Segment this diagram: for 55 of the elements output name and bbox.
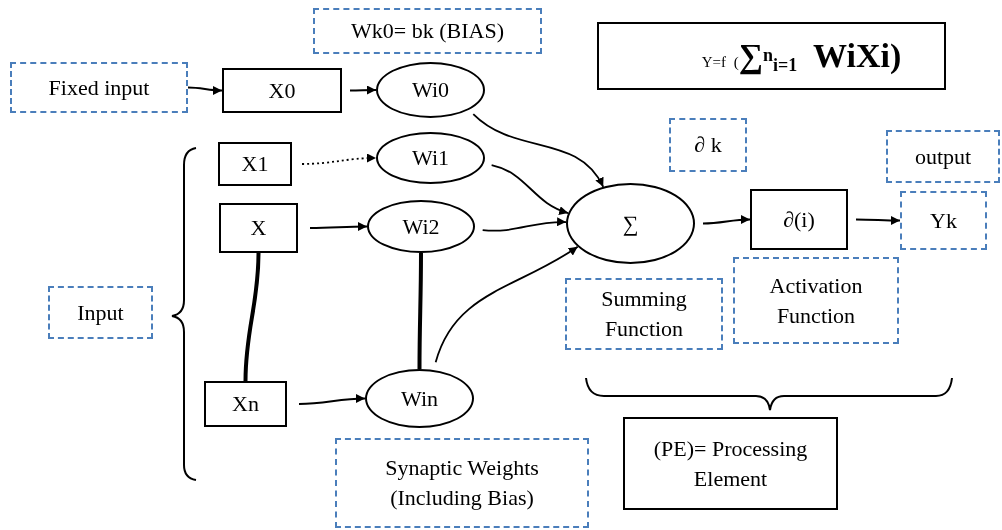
node-label: Wi1 bbox=[412, 144, 449, 173]
continuation-line bbox=[243, 252, 261, 382]
note-box bbox=[900, 191, 987, 250]
note-text: ∂ k bbox=[694, 131, 722, 160]
box-label: X0 bbox=[268, 76, 296, 105]
note-box bbox=[886, 130, 1000, 183]
box-label: X bbox=[250, 214, 267, 243]
node-label: Wi0 bbox=[412, 76, 449, 105]
node-label: ∑ bbox=[622, 209, 639, 238]
note-text: Synaptic Weights (Including Bias) bbox=[384, 454, 540, 512]
arrow bbox=[349, 85, 377, 95]
note-box bbox=[565, 278, 723, 350]
node-label: Win bbox=[401, 384, 438, 413]
arrow bbox=[309, 222, 368, 232]
arrow bbox=[490, 164, 570, 215]
box-label: (PE)= Processing Element bbox=[652, 434, 809, 493]
weight-ellipse bbox=[376, 62, 485, 118]
weight-ellipse bbox=[566, 183, 695, 264]
note-box bbox=[10, 62, 188, 113]
weight-ellipse bbox=[367, 200, 475, 253]
process-box bbox=[204, 381, 287, 427]
note-text: Fixed input bbox=[48, 73, 150, 102]
weight-ellipse bbox=[365, 369, 474, 428]
node-label: Wi2 bbox=[402, 212, 440, 241]
process-box bbox=[750, 189, 848, 250]
process-box bbox=[623, 417, 838, 510]
box-label: ∂(i) bbox=[783, 205, 815, 234]
note-text: Summing Function bbox=[600, 285, 688, 343]
note-box bbox=[669, 118, 747, 172]
arrow bbox=[855, 215, 901, 225]
note-text: Wk0= bk (BIAS) bbox=[351, 17, 504, 46]
note-text: Yk bbox=[930, 206, 957, 235]
process-box bbox=[222, 68, 342, 113]
arrow bbox=[434, 245, 579, 364]
arrow bbox=[702, 215, 751, 225]
arrow bbox=[298, 394, 366, 405]
arrow bbox=[187, 85, 223, 95]
formula-box bbox=[597, 22, 946, 90]
note-box bbox=[48, 286, 153, 339]
formula-text: Y=f (∑$^{n}$$_{i=1}$ WiXi) bbox=[700, 36, 902, 78]
process-box bbox=[218, 142, 292, 186]
arrow bbox=[481, 217, 567, 232]
arrow bbox=[472, 113, 605, 188]
note-box bbox=[313, 8, 542, 54]
box-label: X1 bbox=[241, 150, 269, 179]
note-text: Input bbox=[77, 298, 124, 327]
box-label: Xn bbox=[232, 390, 259, 419]
arrow bbox=[301, 153, 377, 165]
weight-ellipse bbox=[376, 132, 485, 184]
note-text: Activation Function bbox=[768, 271, 864, 330]
continuation-line bbox=[417, 253, 423, 369]
note-text: output bbox=[914, 142, 972, 171]
note-box bbox=[733, 257, 899, 344]
process-box bbox=[219, 203, 298, 253]
note-box bbox=[335, 438, 589, 528]
